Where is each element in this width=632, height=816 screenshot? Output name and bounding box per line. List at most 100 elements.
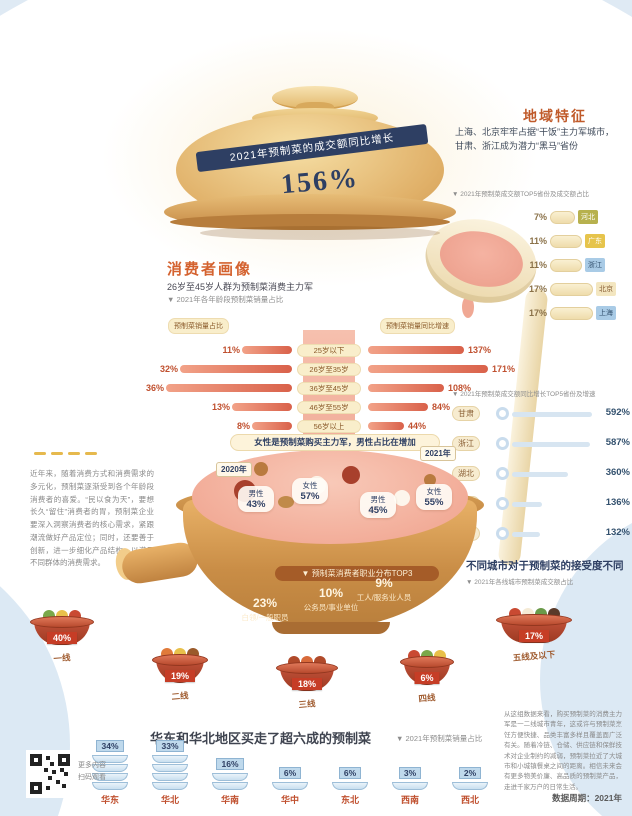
red-date-icon bbox=[342, 466, 360, 484]
consumer-section-title: 消费者画像 bbox=[167, 261, 253, 278]
bar bbox=[368, 422, 404, 430]
occupation-value: 9% bbox=[375, 576, 393, 590]
gender-value: 57% bbox=[300, 491, 320, 502]
bar bbox=[232, 403, 292, 411]
decor-dashes bbox=[34, 452, 97, 455]
share-value: 13% bbox=[211, 402, 230, 412]
region-column: 34% 华东 bbox=[80, 740, 140, 806]
region-value-banner: 6% bbox=[278, 767, 302, 779]
region-desc: 上海、北京牢牢占据“干饭”主力军城市，甘肃、浙江成为潜力“黑马”省份 bbox=[455, 127, 614, 151]
province-growth-row: 浙江 587% bbox=[452, 436, 630, 452]
province-tag: 河北 bbox=[578, 210, 598, 224]
bar-value: 11% bbox=[529, 236, 547, 246]
province-share-row: 11% 浙江 bbox=[525, 258, 605, 272]
bar bbox=[252, 422, 292, 430]
growth-value: 137% bbox=[468, 345, 492, 355]
qr-caption-line1: 更多内容 bbox=[78, 762, 106, 769]
province-tag: 浙江 bbox=[585, 258, 605, 272]
region-sales-caption: ▼ 2021年预制菜销量占比 bbox=[396, 734, 483, 743]
qr-code bbox=[26, 750, 74, 798]
province-growth-row: 四川 132% bbox=[452, 526, 630, 542]
region-section-title: 地域特征 bbox=[523, 108, 587, 124]
lid-rim-edge bbox=[170, 214, 450, 230]
age-group-label: 36岁至45岁 bbox=[297, 382, 361, 395]
bowl-stack bbox=[332, 781, 368, 790]
bar bbox=[242, 346, 292, 354]
bowl-stack bbox=[452, 781, 488, 790]
province-share-row: 17% 北京 bbox=[525, 282, 616, 296]
city-tier-title: 不同城市对于预制菜的接受度不同 bbox=[466, 560, 624, 572]
consumer-subtitle: 26岁至45岁人群为预制菜消费主力军 bbox=[167, 282, 314, 292]
city-tier-bowl: 19% 二线 bbox=[152, 648, 208, 702]
region-label: 华中 bbox=[280, 795, 299, 805]
growth-value: 108% bbox=[448, 383, 472, 393]
qr-pattern bbox=[28, 752, 72, 796]
region-sales-title: 华东和华北地区买走了超六成的预制菜 bbox=[150, 731, 372, 746]
bar bbox=[512, 502, 542, 507]
gender-label: 男性 bbox=[248, 489, 264, 498]
bar bbox=[550, 234, 582, 248]
city-tier-bowl: 17% 五线及以下 bbox=[496, 608, 572, 663]
spoon-bowl-icon bbox=[496, 437, 509, 450]
tier-value-banner: 40% bbox=[46, 632, 78, 644]
province-growth-row: 甘肃 592% bbox=[452, 406, 630, 422]
bar bbox=[512, 412, 592, 417]
province-share-row: 7% 河北 bbox=[525, 210, 598, 224]
region-column: 2% 西北 bbox=[440, 767, 500, 806]
bar bbox=[512, 442, 590, 447]
spoon-soup bbox=[434, 223, 529, 295]
bar bbox=[368, 365, 488, 373]
tier-value-banner: 18% bbox=[291, 678, 323, 690]
gender-label: 男性 bbox=[370, 495, 386, 504]
bar bbox=[550, 258, 582, 272]
region-value-banner: 6% bbox=[338, 767, 362, 779]
tier-value-banner: 6% bbox=[414, 672, 440, 684]
region-column: 16% 华南 bbox=[200, 758, 260, 806]
bar bbox=[166, 384, 292, 392]
province-share-row: 17% 上海 bbox=[525, 306, 616, 320]
region-label: 华东 bbox=[100, 795, 119, 805]
gender-badge: 男性 43% bbox=[238, 486, 274, 512]
occupation-banner: ▼ 预制菜消费者职业分布TOP3 bbox=[275, 566, 439, 581]
bowl-rim bbox=[152, 654, 208, 666]
region-label: 华北 bbox=[160, 795, 179, 805]
occupation-label: 工人/服务业人员 bbox=[356, 593, 412, 602]
age-chart-caption: ▼ 2021年各年龄段预制菜销量占比 bbox=[167, 295, 284, 304]
city-tier-caption: ▼ 2021年各线城市预制菜成交额占比 bbox=[466, 579, 574, 586]
bowl-stack bbox=[92, 754, 128, 790]
bowl-stack bbox=[152, 754, 188, 790]
bowl-stack bbox=[392, 781, 428, 790]
bar bbox=[368, 384, 444, 392]
age-group-label: 26岁至35岁 bbox=[297, 363, 361, 376]
region-value-banner: 3% bbox=[398, 767, 422, 779]
data-period: 数据周期：2021年 bbox=[552, 793, 622, 803]
bar-value: 587% bbox=[605, 437, 630, 448]
spoon-bowl-icon bbox=[496, 407, 509, 420]
gender-label: 女性 bbox=[302, 481, 318, 490]
growth-value: 84% bbox=[432, 402, 451, 412]
region-value-banner: 16% bbox=[216, 758, 244, 770]
year-tag-2021: 2021年 bbox=[420, 446, 456, 461]
bar bbox=[550, 306, 593, 320]
region-value-banner: 34% bbox=[96, 740, 124, 752]
bar bbox=[180, 365, 292, 373]
gender-badge: 男性 45% bbox=[360, 492, 396, 518]
qr-caption-line2: 扫码观看 bbox=[78, 774, 106, 781]
bar-value: 7% bbox=[533, 212, 547, 222]
share-value: 8% bbox=[236, 421, 250, 431]
age-group-label: 25岁以下 bbox=[297, 344, 361, 357]
tier-label: 二线 bbox=[171, 690, 189, 702]
spoon-bowl-icon bbox=[496, 527, 509, 540]
bar-value: 360% bbox=[605, 467, 630, 478]
bowl-rim bbox=[30, 616, 94, 628]
province-tag: 北京 bbox=[596, 282, 616, 296]
occupation-label: 白领/一般职员 bbox=[241, 613, 289, 622]
region-label: 华南 bbox=[220, 795, 239, 805]
age-group-label: 46岁至55岁 bbox=[297, 401, 361, 414]
gender-value: 55% bbox=[424, 497, 444, 508]
city-tier-bowl: 40% 一线 bbox=[30, 610, 94, 664]
bar bbox=[512, 472, 568, 477]
city-tier-bowl: 6% 四线 bbox=[400, 650, 454, 704]
region-column: 6% 华中 bbox=[260, 767, 320, 806]
